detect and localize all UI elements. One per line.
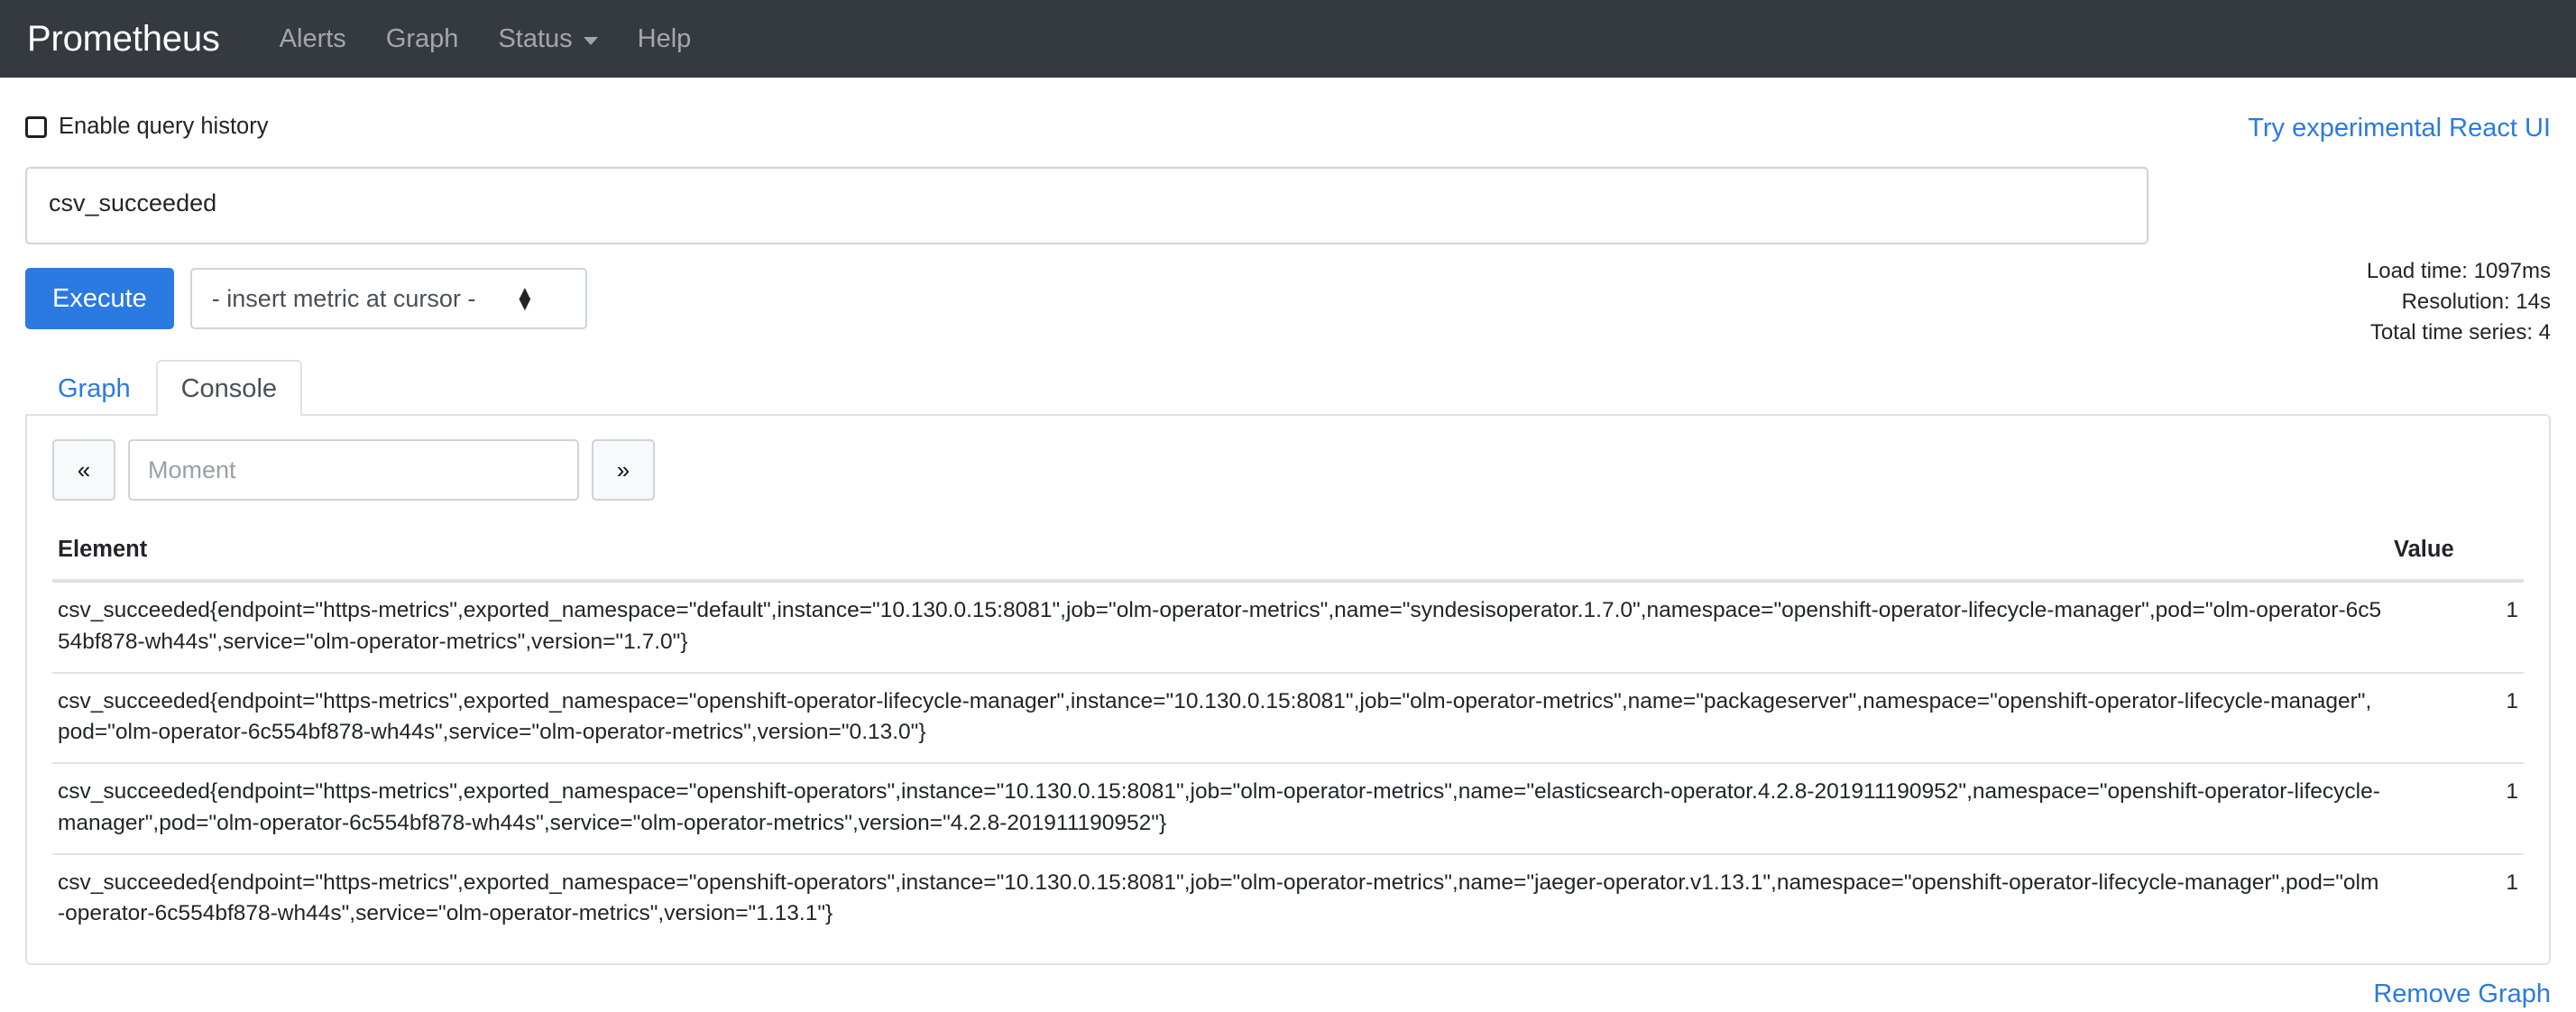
column-header-value: Value xyxy=(2388,526,2524,583)
results-header-row: Element Value xyxy=(52,526,2524,583)
result-element: csv_succeeded{endpoint="https-metrics",e… xyxy=(52,671,2388,764)
nav-item-graph-label: Graph xyxy=(385,23,459,53)
main-container: Enable query history Try experimental Re… xyxy=(0,78,2576,966)
nav-item-help[interactable]: Help xyxy=(618,24,712,54)
brand-logo[interactable]: Prometheus xyxy=(27,18,220,59)
result-element: csv_succeeded{endpoint="https-metrics",e… xyxy=(52,762,2388,854)
console-panel: « » Element Value csv_succeeded{endpoint… xyxy=(25,414,2551,966)
nav-item-status[interactable]: Status xyxy=(478,24,617,54)
result-value: 1 xyxy=(2388,671,2524,764)
remove-graph-row: Remove Graph xyxy=(0,965,2576,1009)
results-table-body: csv_succeeded{endpoint="https-metrics",e… xyxy=(52,581,2524,944)
query-toolbar-row: Enable query history Try experimental Re… xyxy=(25,78,2551,143)
nav-item-alerts-label: Alerts xyxy=(279,23,346,53)
nav-item-graph[interactable]: Graph xyxy=(366,24,479,54)
query-history-checkbox[interactable] xyxy=(25,115,47,138)
try-react-ui-link[interactable]: Try experimental React UI xyxy=(2248,114,2551,143)
load-time-stat: Load time: 1097ms xyxy=(2366,259,2551,283)
tab-graph[interactable]: Graph xyxy=(32,360,156,416)
nav-item-alerts[interactable]: Alerts xyxy=(260,24,366,54)
query-controls: Execute - insert metric at cursor - ▲▼ xyxy=(25,268,2551,329)
chevron-down-icon xyxy=(583,36,598,45)
result-value: 1 xyxy=(2388,762,2524,854)
results-table-head: Element Value xyxy=(52,526,2524,583)
table-row: csv_succeeded{endpoint="https-metrics",e… xyxy=(52,762,2524,854)
table-row: csv_succeeded{endpoint="https-metrics",e… xyxy=(52,852,2524,944)
resolution-stat: Resolution: 14s xyxy=(2401,290,2551,315)
select-arrows-icon: ▲▼ xyxy=(515,281,535,315)
enable-query-history[interactable]: Enable query history xyxy=(25,114,268,140)
result-value: 1 xyxy=(2388,852,2524,944)
execute-button[interactable]: Execute xyxy=(25,268,174,329)
moment-backward-icon[interactable]: « xyxy=(52,439,115,501)
tab-console[interactable]: Console xyxy=(155,360,303,416)
result-element: csv_succeeded{endpoint="https-metrics",e… xyxy=(58,598,2382,654)
table-row: csv_succeeded{endpoint="https-metrics",e… xyxy=(52,581,2524,673)
navbar: Prometheus Alerts Graph Status Help xyxy=(0,0,2576,78)
moment-forward-icon[interactable]: » xyxy=(592,439,655,501)
total-series-stat: Total time series: 4 xyxy=(2369,320,2551,345)
query-history-label: Enable query history xyxy=(59,114,269,139)
tab-graph-label: Graph xyxy=(58,374,131,403)
insert-metric-select-value: - insert metric at cursor - xyxy=(211,284,476,312)
query-stats: Load time: 1097ms Resolution: 14s Total … xyxy=(2367,256,2551,348)
result-value: 1 xyxy=(2506,598,2518,622)
nav-item-status-label: Status xyxy=(498,23,573,53)
insert-metric-select[interactable]: - insert metric at cursor - ▲▼ xyxy=(189,268,587,329)
nav-links: Alerts Graph Status Help xyxy=(260,24,712,54)
tab-console-label: Console xyxy=(180,374,278,403)
results-table: Element Value csv_succeeded{endpoint="ht… xyxy=(52,526,2524,944)
remove-graph-link[interactable]: Remove Graph xyxy=(2373,980,2551,1009)
nav-item-help-label: Help xyxy=(637,23,692,53)
panel-tabs: Graph Console xyxy=(25,360,2551,416)
moment-input[interactable] xyxy=(128,439,579,501)
table-row: csv_succeeded{endpoint="https-metrics",e… xyxy=(52,671,2524,764)
query-expression-input[interactable] xyxy=(25,167,2148,244)
moment-navigation: « » xyxy=(52,439,2524,501)
result-element: csv_succeeded{endpoint="https-metrics",e… xyxy=(52,852,2388,944)
column-header-element: Element xyxy=(52,526,2388,583)
